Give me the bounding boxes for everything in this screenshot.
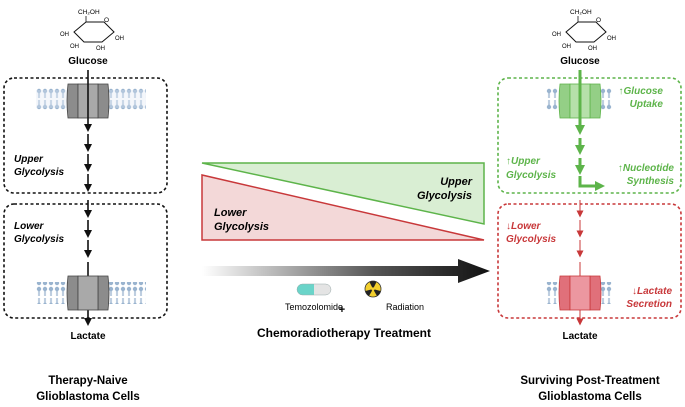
glucose-uptake-2: Uptake <box>630 99 664 110</box>
nucleotide-synthesis-1: ↑Nucleotide <box>618 163 675 174</box>
right-caption-1: Surviving Post-Treatment <box>520 375 659 387</box>
right-lactate-transporter <box>558 275 602 311</box>
left-lactate-transporter <box>66 275 110 311</box>
plus-sign: + <box>339 304 345 316</box>
right-glucose-structure: CH₂OH O OH OH OH OH <box>552 9 616 52</box>
right-glucose-transporter <box>558 83 602 119</box>
mid-upper-glycolysis-1: Upper <box>440 176 473 188</box>
lactate-secretion-1: ↓Lactate <box>632 286 672 297</box>
right-lower-box <box>497 203 682 319</box>
left-lower-glycolysis-2: Glycolysis <box>14 234 64 245</box>
right-upper-glycolysis-2: Glycolysis <box>506 170 556 181</box>
radiation-label: Radiation <box>386 302 424 312</box>
left-lower-box <box>3 203 168 319</box>
right-upper-box <box>497 77 682 194</box>
right-lower-glycolysis-1: ↓Lower <box>506 221 542 232</box>
svg-text:OH: OH <box>552 32 561 38</box>
svg-text:O: O <box>596 17 601 24</box>
right-lower-glycolysis-2: Glycolysis <box>506 234 556 245</box>
svg-text:OH: OH <box>562 44 571 50</box>
svg-text:OH: OH <box>60 32 69 38</box>
left-lower-glycolysis-1: Lower <box>14 221 45 232</box>
upper-glycolysis-wedge <box>201 162 485 225</box>
ring-oxygen-label: O <box>104 17 109 24</box>
svg-text:OH: OH <box>115 36 124 42</box>
svg-text:OH: OH <box>96 46 105 52</box>
radiation-icon <box>364 280 382 298</box>
right-upper-glycolysis-1: ↑Upper <box>506 156 541 167</box>
treatment-label: Chemoradiotherapy Treatment <box>257 326 431 340</box>
mid-lower-glycolysis-2: Glycolysis <box>214 221 269 233</box>
left-upper-glycolysis-1: Upper <box>14 154 44 165</box>
right-glucose-label: Glucose <box>560 56 600 67</box>
svg-text:OH: OH <box>588 46 597 52</box>
right-caption-2: Glioblastoma Cells <box>538 391 642 403</box>
glucose-uptake-1: ↑Glucose <box>619 86 664 97</box>
temozolomide-pill-icon <box>296 283 332 296</box>
left-upper-glycolysis-2: Glycolysis <box>14 167 64 178</box>
lactate-secretion-2: Secretion <box>626 299 672 310</box>
treatment-arrow <box>202 259 490 283</box>
mid-lower-glycolysis-1: Lower <box>214 207 247 219</box>
left-upper-box <box>3 77 168 194</box>
mid-upper-glycolysis-2: Glycolysis <box>417 190 472 202</box>
temozolomide-label: Temozolomide <box>285 302 343 312</box>
svg-text:CH₂OH: CH₂OH <box>570 9 592 16</box>
svg-text:OH: OH <box>607 36 616 42</box>
right-lactate-label: Lactate <box>562 331 597 342</box>
left-glucose-label: Glucose <box>68 56 108 67</box>
nucleotide-synthesis-2: Synthesis <box>627 176 675 187</box>
left-caption-2: Glioblastoma Cells <box>36 391 140 403</box>
lower-glycolysis-wedge <box>201 174 485 241</box>
left-lactate-label: Lactate <box>70 331 105 342</box>
right-upper-pathway-arrows <box>575 70 605 191</box>
left-caption-1: Therapy-Naive <box>48 375 127 387</box>
left-glucose-structure: CH₂OH O OH OH OH OH <box>60 9 124 52</box>
ch2oh-label: CH₂OH <box>78 9 100 16</box>
svg-text:OH: OH <box>70 44 79 50</box>
